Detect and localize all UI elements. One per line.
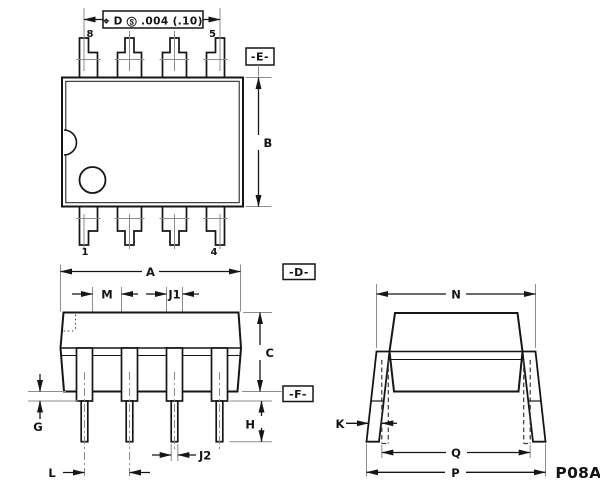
datum-f-label: -F- xyxy=(289,388,307,401)
package-name-label: P08A xyxy=(555,464,600,482)
pin1-indicator-dot xyxy=(78,166,107,194)
dim-label-n: N xyxy=(451,288,461,302)
pin-label-4: 4 xyxy=(211,247,218,258)
dim-label-k: K xyxy=(336,417,346,431)
dim-label-g: G xyxy=(33,420,42,434)
dim-label-q: Q xyxy=(451,446,461,460)
front-view: A -D- M J1 C xyxy=(28,263,316,480)
pin-4 xyxy=(205,207,226,246)
pin-1 xyxy=(78,207,99,246)
dim-label-a: A xyxy=(146,265,155,279)
datum-d-label: -D- xyxy=(289,266,309,279)
datum-f-frame xyxy=(282,385,314,403)
dim-label-j1: J1 xyxy=(167,288,180,302)
pin-label-5: 5 xyxy=(209,29,216,40)
dim-label-m: M xyxy=(101,288,112,302)
package-body-end-view xyxy=(388,312,524,393)
dim-label-p: P xyxy=(451,466,459,480)
datum-d-frame xyxy=(282,263,316,281)
pin-5 xyxy=(205,37,226,78)
pin-centerlines xyxy=(76,31,228,249)
package-body-top-view xyxy=(61,76,244,208)
datum-e-frame xyxy=(245,47,275,66)
pin-label-1: 1 xyxy=(82,247,89,258)
dim-label-b: B xyxy=(264,136,273,150)
index-notch xyxy=(63,129,78,156)
datum-e-label: -E- xyxy=(251,51,269,64)
end-view: N K Q P P08A xyxy=(336,284,600,482)
dim-label-h: H xyxy=(245,418,255,432)
end-lead-right xyxy=(521,350,547,443)
dim-label-l: L xyxy=(48,466,56,480)
dim-label-j2: J2 xyxy=(198,449,211,463)
dim-label-c: C xyxy=(266,346,274,360)
pin-label-8: 8 xyxy=(87,29,94,40)
pin-8 xyxy=(78,37,99,78)
fcf-frame xyxy=(102,10,204,29)
end-lead-left xyxy=(365,350,391,443)
top-view: ⌖ D Ⓢ .004 (.10) 8 5 1 xyxy=(61,8,275,258)
fcf-text: ⌖ D Ⓢ .004 (.10) xyxy=(102,16,203,28)
